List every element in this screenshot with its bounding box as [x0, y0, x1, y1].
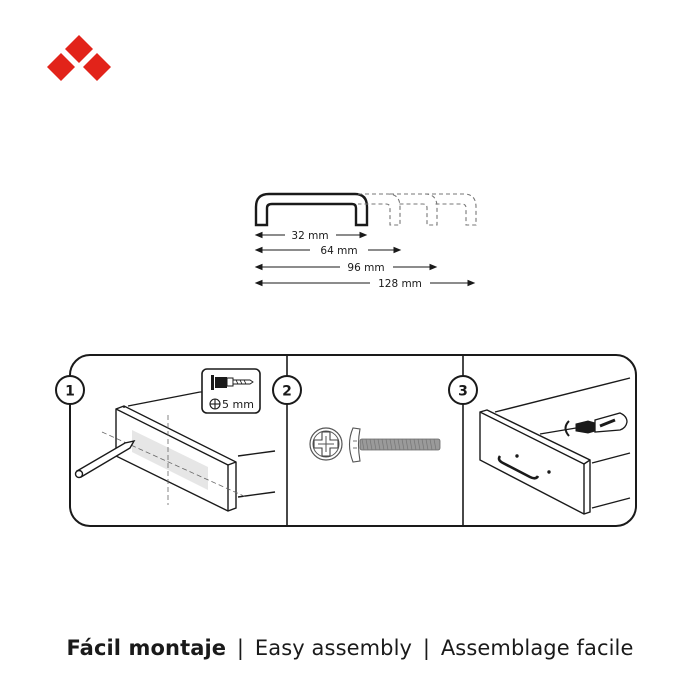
caption: Fácil montaje | Easy assembly | Assembla…	[0, 636, 700, 660]
handle-solid-icon	[254, 192, 369, 227]
caption-separator: |	[236, 636, 245, 660]
caption-spanish: Fácil montaje	[66, 636, 227, 660]
step-2-badge: 2	[272, 375, 302, 405]
phillips-screw-icon	[309, 427, 441, 463]
step-3-badge: 3	[448, 375, 478, 405]
caption-separator: |	[422, 636, 431, 660]
svg-text:3: 3	[458, 384, 468, 400]
caption-french: Assemblage facile	[440, 636, 634, 660]
phillips-head-icon	[209, 398, 221, 410]
svg-text:2: 2	[282, 384, 292, 400]
drill-size-label: 5 mm	[222, 398, 254, 411]
handle-dashed-variants	[358, 193, 477, 226]
step-1-badge: 1	[55, 375, 85, 405]
screwdriver-drawer-icon	[479, 377, 631, 515]
red-diamond-logo-icon	[47, 35, 111, 81]
svg-text:1: 1	[65, 384, 75, 400]
caption-english: Easy assembly	[254, 636, 413, 660]
pencil-mark-drawer-icon	[74, 391, 276, 512]
dim-64: 64 mm	[320, 245, 357, 257]
dim-32: 32 mm	[291, 230, 328, 242]
drill-bit-icon	[211, 375, 254, 390]
handle-dimension-diagram: 32 mm 64 mm 96 mm 128 mm	[254, 192, 477, 290]
drill-spec-box: 5 mm	[200, 368, 261, 414]
dim-128: 128 mm	[378, 278, 422, 290]
dim-96: 96 mm	[347, 262, 384, 274]
